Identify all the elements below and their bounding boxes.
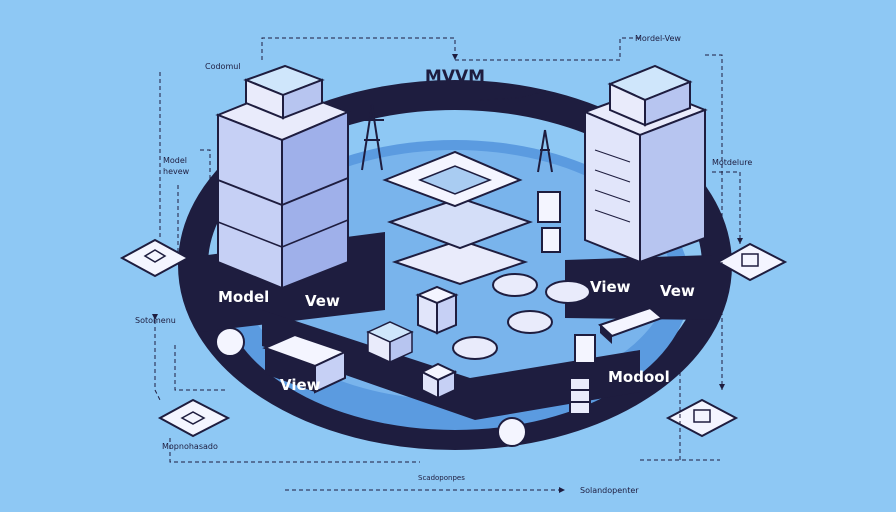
right-building: [585, 66, 705, 262]
left-building: [218, 66, 348, 288]
title-text: MVVM: [425, 67, 485, 87]
annotation-left-upper-2: hevew: [163, 167, 189, 176]
band-label-view-far-right: Vew: [660, 282, 695, 300]
pylon-lower: [570, 378, 590, 414]
annotation-left-upper-1: Model: [163, 156, 187, 165]
annotation-bottom-center: Scadoponpes: [418, 474, 465, 482]
annotation-bottom-right: Solandopenter: [580, 486, 639, 495]
band-label-view-lower: View: [280, 376, 321, 394]
band-label-view-left: Vew: [305, 292, 340, 310]
globe-icon: [498, 418, 526, 446]
annotation-left-middle: Sotomenu: [135, 316, 176, 325]
annotation-top-left: Codomul: [205, 62, 241, 71]
card-left-upper: [122, 240, 188, 276]
band-label-model-lower: Modool: [608, 368, 670, 386]
band-label-view-right: View: [590, 278, 631, 296]
annotation-right-upper: Motdelure: [712, 158, 752, 167]
annotation-top-right: Mordel-Vew: [635, 34, 681, 43]
annotation-bottom-left: Mopnohasado: [162, 442, 218, 451]
card-right-lower: [668, 400, 736, 436]
sphere-icon: [216, 328, 244, 356]
band-label-model-left: Model: [218, 288, 269, 306]
card-left-lower: [160, 400, 228, 436]
